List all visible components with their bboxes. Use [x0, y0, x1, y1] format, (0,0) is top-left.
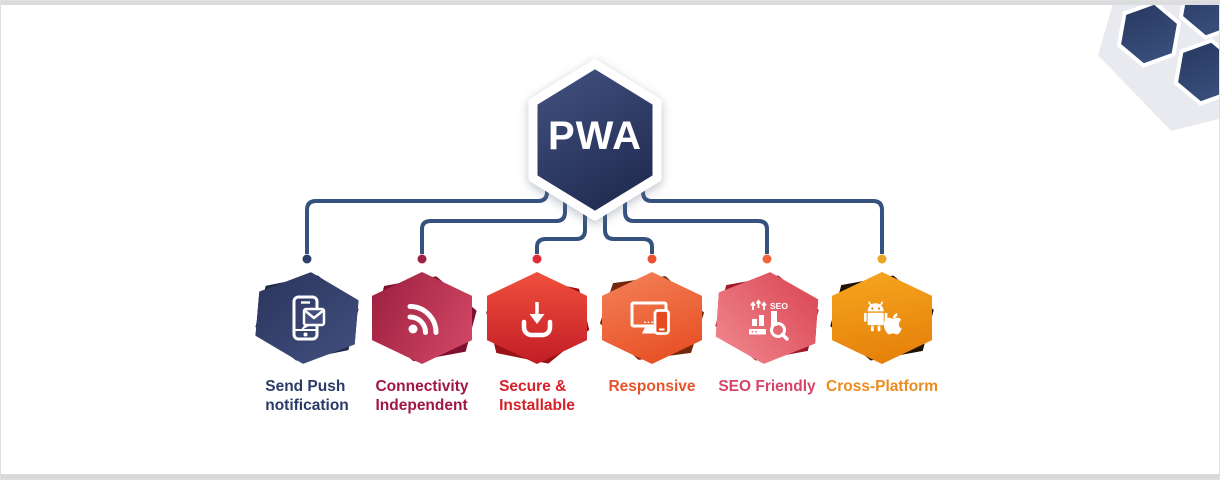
feature-label: SEO Friendly — [718, 378, 816, 395]
connector-line — [641, 170, 884, 254]
top-border-band — [0, 0, 1220, 5]
feature-label: Secure & Installable — [499, 378, 575, 414]
connector-line — [623, 192, 769, 254]
connector-line-group — [305, 170, 884, 254]
feature-column-secure-installable: Secure & Installable — [480, 272, 594, 415]
pwa-hexagon — [528, 59, 662, 221]
feature-label: Cross-Platform — [826, 378, 938, 395]
pwa-hexagon-shape — [528, 59, 662, 221]
connector-dot — [417, 254, 427, 264]
apple-icon — [883, 313, 902, 335]
feature-hexagon-wrap — [372, 272, 472, 364]
download-icon — [521, 302, 553, 338]
feature-label: Connectivity Independent — [375, 378, 469, 414]
feature-hexagon-wrap: SEO — [717, 272, 817, 364]
feature-hexagon-wrap — [832, 272, 932, 364]
connector-line — [535, 210, 587, 254]
seo-icon: SEO — [749, 299, 789, 341]
connector-dot — [647, 254, 657, 264]
decor-navy-hexagon — [1178, 0, 1220, 40]
feature-column-connectivity: Connectivity Independent — [365, 272, 479, 415]
feature-label: Responsive — [608, 378, 696, 395]
connector-line — [603, 210, 654, 254]
connector-dot — [877, 254, 887, 264]
decor-navy-hexagon — [1173, 38, 1220, 106]
connector-dot — [532, 254, 542, 264]
feature-column-cross-platform: Cross-Platform — [825, 272, 939, 397]
svg-text:SEO: SEO — [770, 301, 788, 311]
responsive-devices-icon — [630, 301, 670, 335]
feature-hexagon-wrap — [602, 272, 702, 364]
connector-line — [420, 192, 567, 254]
connector-dot-group — [302, 254, 887, 264]
push-notification-icon — [292, 295, 326, 341]
pwa-title: PWA — [547, 113, 643, 158]
feature-hexagon-wrap — [257, 272, 357, 364]
connector-dot — [762, 254, 772, 264]
feature-hexagon-wrap — [487, 272, 587, 364]
feature-label: Send Push notification — [265, 378, 349, 414]
rss-icon — [407, 304, 439, 335]
feature-column-responsive: Responsive — [595, 272, 709, 397]
android-apple-icon — [863, 301, 902, 335]
feature-column-push-notification: Send Push notification — [250, 272, 364, 415]
decor-navy-hexagon — [1116, 0, 1182, 68]
android-icon — [863, 301, 888, 332]
decor-hexagon-cluster — [1098, 0, 1220, 131]
connector-dot — [302, 254, 312, 264]
connector-line — [305, 170, 549, 254]
bottom-border-band — [0, 474, 1220, 480]
feature-column-seo: SEO SEO Friendly — [710, 272, 824, 397]
